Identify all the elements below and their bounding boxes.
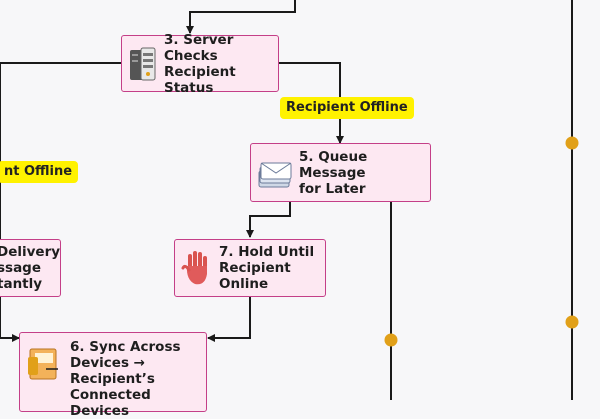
devices-sync-icon: [28, 348, 58, 380]
hand-stop-icon: [181, 251, 207, 285]
envelope-stack-icon: [258, 162, 292, 187]
step-label: 5. Queue Message for Later: [299, 148, 368, 197]
connector-hold-to-sync: [207, 297, 251, 342]
step-deliver-instantly: Delivery ssage tantly: [0, 239, 61, 297]
connector-layer: [0, 0, 579, 400]
step-label: 7. Hold Until Recipient Online: [219, 244, 315, 292]
step-queue-message: 5. Queue Message for Later: [250, 143, 431, 202]
timeline-dot: [565, 315, 579, 329]
condition-label: Recipient Offline: [286, 100, 408, 115]
connector-delivery-to-sync: [0, 297, 20, 342]
condition-label: nt Offline: [4, 164, 73, 179]
step-label: Delivery ssage tantly: [0, 244, 61, 292]
timeline-dot: [384, 333, 398, 347]
step-label: 3. Server Checks Recipient Status: [164, 31, 236, 96]
step-hold-until-online: 7. Hold Until Recipient Online: [174, 239, 326, 297]
connector-server-to-delivery: [0, 62, 122, 239]
timeline-dot: [565, 136, 579, 150]
connector-into-server-check: [186, 0, 296, 34]
step-sync-devices: 6. Sync Across Devices → Recipient’s Con…: [19, 332, 207, 419]
condition-recipient-offline-left: nt Offline: [0, 161, 79, 183]
condition-recipient-offline: Recipient Offline: [280, 97, 414, 119]
connector-queue-to-hold: [246, 202, 291, 238]
step-label: 6. Sync Across Devices → Recipient’s Con…: [70, 339, 181, 419]
server-icon: [130, 47, 156, 80]
flowchart-canvas: 3. Server Checks Recipient Status Recipi…: [0, 0, 579, 419]
step-server-checks-status: 3. Server Checks Recipient Status: [121, 32, 279, 96]
